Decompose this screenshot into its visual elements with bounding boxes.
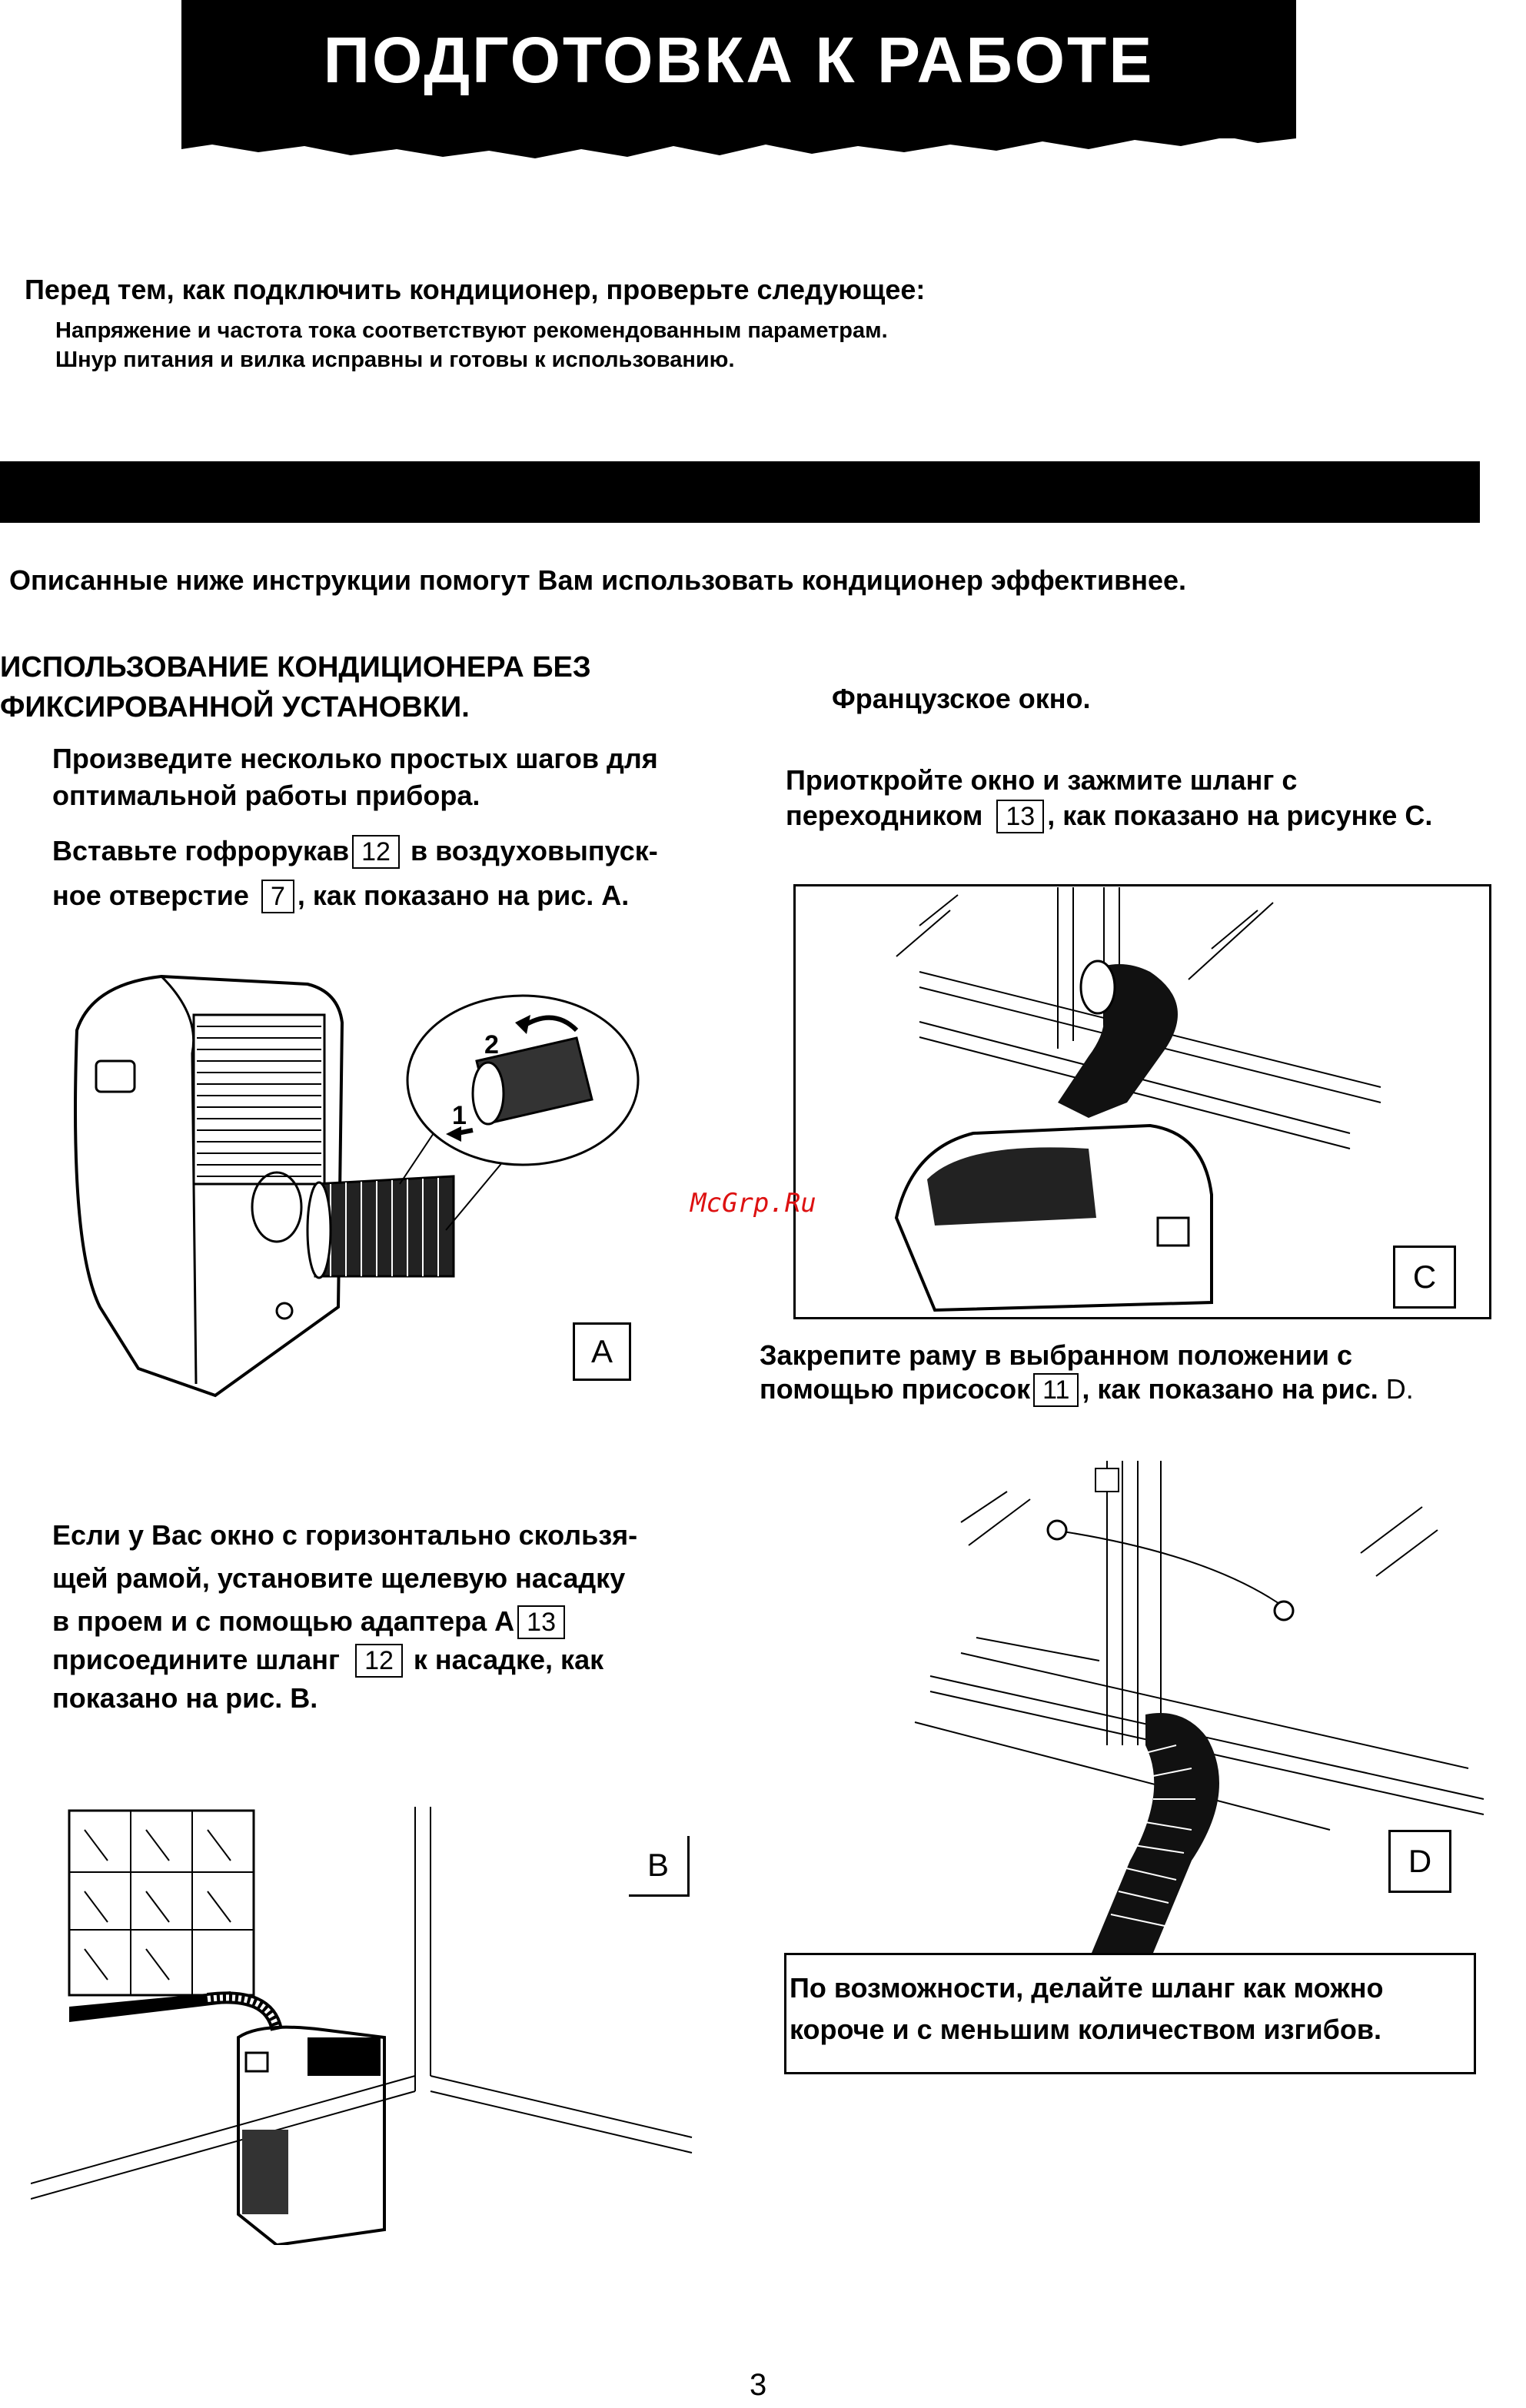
watermark: McGrp.Ru bbox=[690, 1188, 816, 1219]
figure-d-illustration bbox=[914, 1461, 1484, 1953]
paragraph-line: ное отверстие 7, как показано на рис. А. bbox=[52, 876, 629, 915]
section-title: ФИКСИРОВАННОЙ УСТАНОВКИ. bbox=[0, 691, 470, 723]
paragraph-line: переходником 13, как показано на рисунке… bbox=[786, 797, 1432, 835]
text-span: в проем и с помощью адаптера А bbox=[52, 1605, 515, 1637]
figure-a-illustration: 2 1 bbox=[74, 974, 640, 1398]
text-span: в воздуховыпуск- bbox=[410, 835, 658, 866]
paragraph-line: Закрепите раму в выбранном положении с bbox=[760, 1339, 1353, 1371]
part-number-ref: 12 bbox=[352, 835, 400, 869]
text-span: присоедините шланг bbox=[52, 1644, 341, 1675]
page-title: ПОДГОТОВКА К РАБОТЕ bbox=[323, 24, 1155, 96]
text-span: , как показано на рис. А. bbox=[297, 880, 630, 911]
paragraph-line: щей рамой, установите щелевую насадку bbox=[52, 1562, 626, 1594]
paragraph-line: Приоткройте окно и зажмите шланг с bbox=[786, 764, 1298, 796]
section-title: ИСПОЛЬЗОВАНИЕ КОНДИЦИОНЕРА БЕЗ bbox=[0, 651, 591, 683]
figure-b-label: B bbox=[629, 1836, 690, 1897]
part-number-ref: 7 bbox=[261, 880, 294, 913]
intro-text: Описанные ниже инструкции помогут Вам ис… bbox=[9, 564, 1187, 596]
figure-a-label: A bbox=[573, 1322, 631, 1381]
header-banner bbox=[181, 0, 1296, 138]
text-span: переходником bbox=[786, 800, 983, 831]
page-number: 3 bbox=[750, 2368, 767, 2402]
checklist-item: Шнур питания и вилка исправны и готовы к… bbox=[55, 348, 735, 372]
figure-d-label: D bbox=[1388, 1830, 1451, 1893]
text-span: D. bbox=[1385, 1373, 1414, 1405]
paragraph-line: оптимальной работы прибора. bbox=[52, 780, 480, 811]
checklist-item: Напряжение и частота тока соответствуют … bbox=[55, 318, 888, 343]
step-2-label: 2 bbox=[484, 1030, 499, 1059]
figure-c-label: C bbox=[1393, 1246, 1456, 1309]
checklist-heading: Перед тем, как подключить кондиционер, п… bbox=[25, 274, 926, 305]
text-span: к насадке, как bbox=[413, 1644, 604, 1675]
figure-c-illustration bbox=[894, 887, 1381, 1312]
note-line: короче и с меньшим количеством изгибов. bbox=[790, 2014, 1382, 2045]
part-number-ref: 12 bbox=[355, 1644, 403, 1678]
note-line: По возможности, делайте шланг как можно bbox=[790, 1972, 1384, 2004]
paragraph-line: присоедините шланг 12 к насадке, как bbox=[52, 1641, 603, 1679]
paragraph-line: Произведите несколько простых шагов для bbox=[52, 743, 658, 774]
figure-c-frame bbox=[793, 884, 1491, 1319]
text-span: , как показано на рис. bbox=[1082, 1373, 1378, 1405]
text-span: помощью присосок bbox=[760, 1373, 1031, 1405]
part-number-ref: 13 bbox=[996, 800, 1045, 833]
paragraph-line: показано на рис. В. bbox=[52, 1682, 318, 1714]
tip-note-box: По возможности, делайте шланг как можно … bbox=[784, 1953, 1476, 2074]
text-span: ное отверстие bbox=[52, 880, 249, 911]
subtitle: Французское окно. bbox=[832, 683, 1091, 714]
step-1-label: 1 bbox=[452, 1101, 467, 1130]
part-number-ref: 13 bbox=[517, 1605, 565, 1639]
text-span: , как показано на рисунке С. bbox=[1047, 800, 1433, 831]
torn-edge-decoration bbox=[181, 123, 1296, 158]
text-span: Вставьте гофрорукав bbox=[52, 835, 350, 866]
paragraph-line: Если у Вас окно с горизонтально скользя- bbox=[52, 1519, 638, 1551]
figure-b-illustration bbox=[31, 1807, 693, 2245]
part-number-ref: 11 bbox=[1033, 1373, 1079, 1407]
section-divider-bar bbox=[0, 461, 1480, 523]
